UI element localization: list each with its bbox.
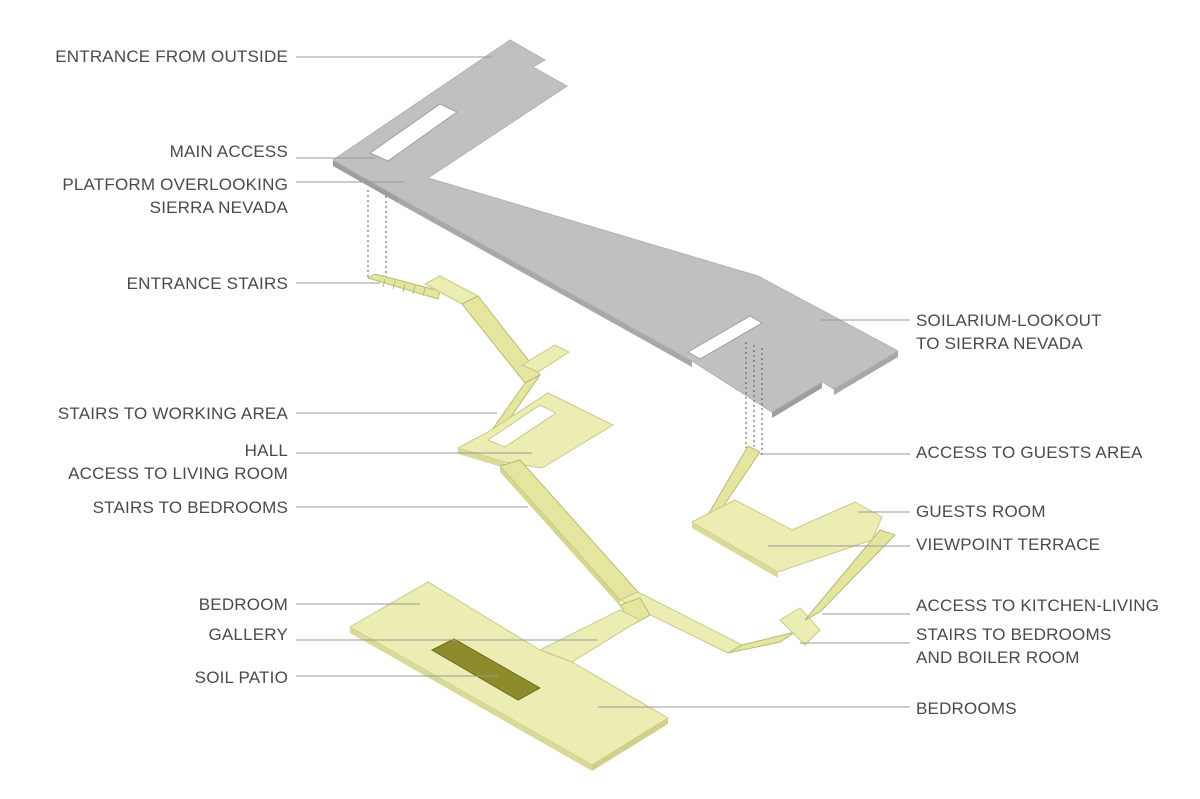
label-hall-line1: HALL xyxy=(244,441,288,460)
label-soil-patio: SOIL PATIO xyxy=(194,668,288,687)
label-bedroom: BEDROOM xyxy=(198,595,288,614)
label-main-access: MAIN ACCESS xyxy=(169,142,288,161)
label-solarium-line2: TO SIERRA NEVADA xyxy=(916,334,1083,353)
roof-plate-edge-right xyxy=(834,351,898,395)
label-viewpoint-terrace: VIEWPOINT TERRACE xyxy=(916,535,1101,554)
label-stairs-boiler-room: STAIRS TO BEDROOMS AND BOILER ROOM xyxy=(916,623,1111,669)
roof-plate xyxy=(332,39,900,418)
stairs-bedrooms-run-side xyxy=(500,466,620,606)
label-access-kitchen-living: ACCESS TO KITCHEN-LIVING xyxy=(916,596,1160,615)
leader-lines xyxy=(296,56,910,708)
label-entrance-from-outside: ENTRANCE FROM OUTSIDE xyxy=(55,47,288,66)
guests-terrace-side xyxy=(692,522,778,578)
yellow-circulation xyxy=(348,273,896,771)
hall-inner-void xyxy=(486,404,557,448)
label-stairs-bedrooms: STAIRS TO BEDROOMS xyxy=(92,498,288,517)
roof-plate-top xyxy=(332,39,900,413)
label-hall: HALL ACCESS TO LIVING ROOM xyxy=(68,439,288,485)
label-solarium-line1: SOILARIUM-LOOKOUT xyxy=(916,311,1102,330)
label-entrance-stairs: ENTRANCE STAIRS xyxy=(126,274,288,293)
guests-terrace-platform xyxy=(690,499,883,573)
stairs-bedrooms-run xyxy=(499,459,639,601)
kitchen-stairs xyxy=(804,529,896,621)
label-platform-line2: SIERRA NEVADA xyxy=(149,198,288,217)
label-bedrooms: BEDROOMS xyxy=(916,699,1017,718)
label-stairs-working-area: STAIRS TO WORKING AREA xyxy=(57,404,288,423)
label-guests-room: GUESTS ROOM xyxy=(916,502,1046,521)
stair-run-1 xyxy=(461,295,541,384)
soil-patio xyxy=(430,638,542,701)
bedroom-slab-side xyxy=(350,627,592,771)
label-hall-line2: ACCESS TO LIVING ROOM xyxy=(68,464,288,483)
label-solarium-lookout: SOILARIUM-LOOKOUT TO SIERRA NEVADA xyxy=(916,309,1102,355)
label-access-guests-area: ACCESS TO GUESTS AREA xyxy=(916,443,1143,462)
label-platform-overlooking: PLATFORM OVERLOOKING SIERRA NEVADA xyxy=(62,173,288,219)
working-landing xyxy=(520,344,571,373)
label-stairs-boiler-line2: AND BOILER ROOM xyxy=(916,648,1080,667)
roof-opening-main xyxy=(368,103,458,162)
label-platform-line1: PLATFORM OVERLOOKING xyxy=(62,175,288,194)
label-stairs-boiler-line1: STAIRS TO BEDROOMS xyxy=(916,625,1112,644)
roof-plate-edge-end xyxy=(772,382,822,418)
boiler-landing xyxy=(779,607,821,646)
gallery-link xyxy=(538,609,642,663)
roof-opening-solarium xyxy=(687,315,763,360)
drop-lines xyxy=(367,190,763,456)
label-gallery: GALLERY xyxy=(208,625,288,644)
bedroom-slab-side-right xyxy=(592,718,668,771)
roof-plate-edge-long xyxy=(398,197,692,367)
